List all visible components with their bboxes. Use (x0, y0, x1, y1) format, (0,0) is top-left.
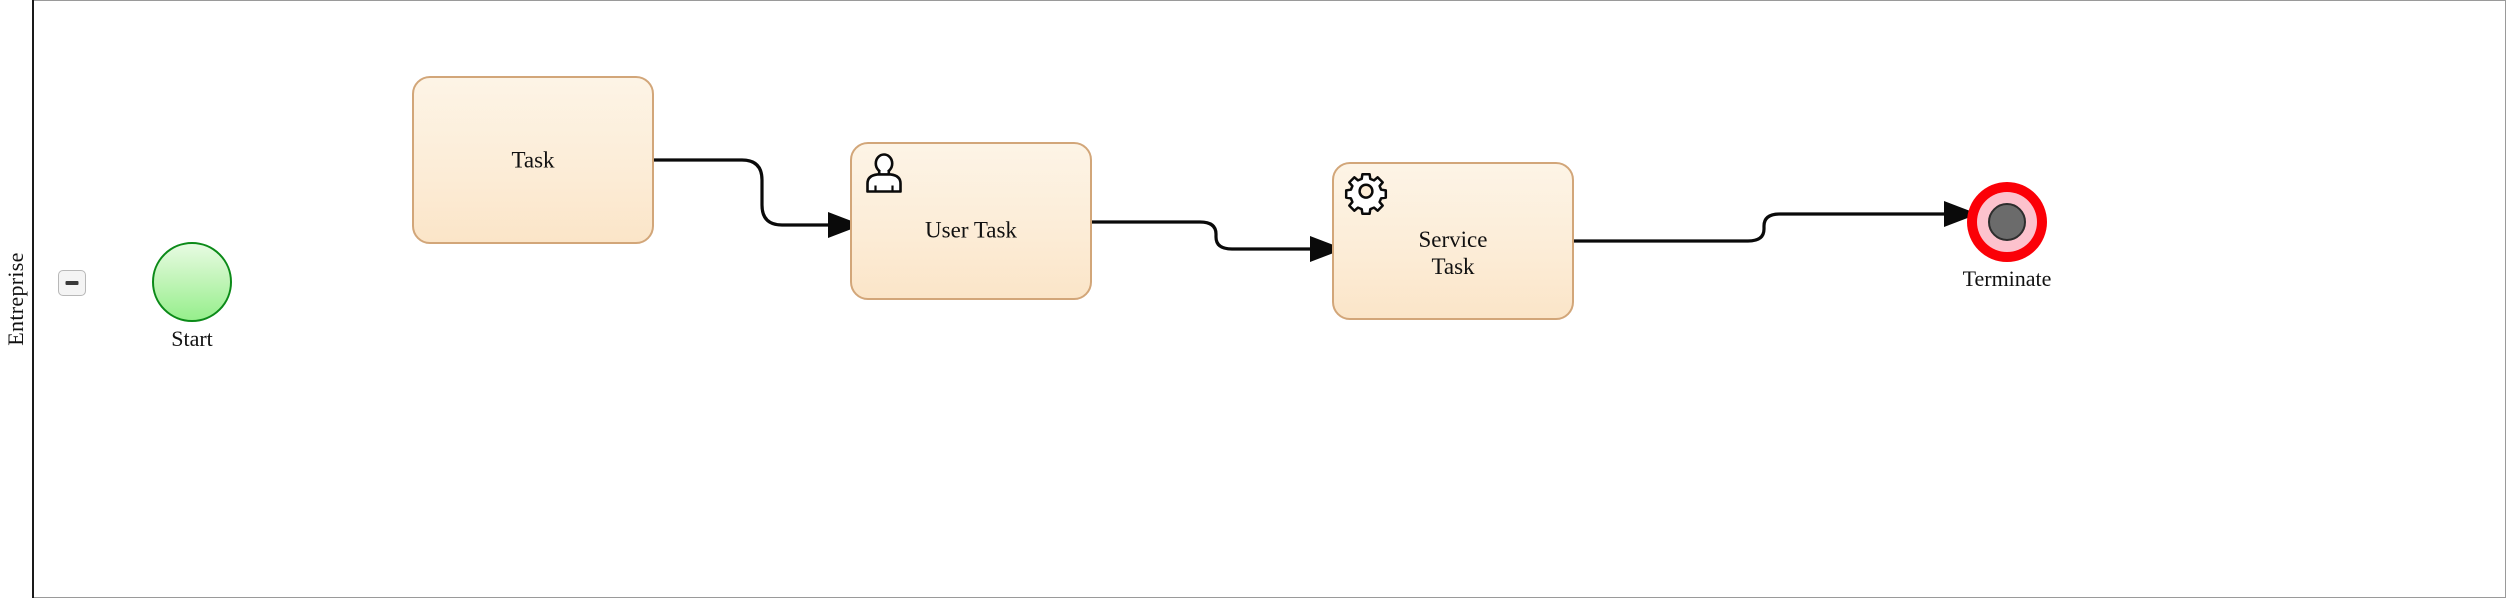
terminate-event-label: Terminate (1962, 266, 2052, 291)
start-event-label: Start (171, 326, 213, 351)
task-service[interactable]: Service Task (1332, 162, 1574, 320)
task-service-label-line1: Service (1418, 227, 1488, 253)
user-icon (862, 152, 906, 196)
lane-collapse-button[interactable] (58, 270, 86, 296)
task-service-label: Service Task (1344, 226, 1563, 280)
task-plain[interactable]: Task (412, 76, 654, 244)
gear-icon (1344, 172, 1388, 216)
task-user[interactable]: User Task (850, 142, 1092, 300)
task-user-label: User Task (925, 217, 1017, 243)
lane-body (34, 0, 2506, 598)
terminate-end-event[interactable]: Terminate (1963, 182, 2051, 291)
start-event[interactable]: Start (152, 242, 232, 351)
minus-icon (65, 281, 79, 285)
start-event-circle (152, 242, 232, 322)
lane-label-entreprise: Entreprise (3, 252, 28, 346)
lane-header: Entreprise (0, 0, 34, 598)
task-service-label-line2: Task (1431, 254, 1475, 280)
terminate-core-circle (1988, 203, 2026, 241)
task-plain-label: Task (511, 147, 555, 173)
